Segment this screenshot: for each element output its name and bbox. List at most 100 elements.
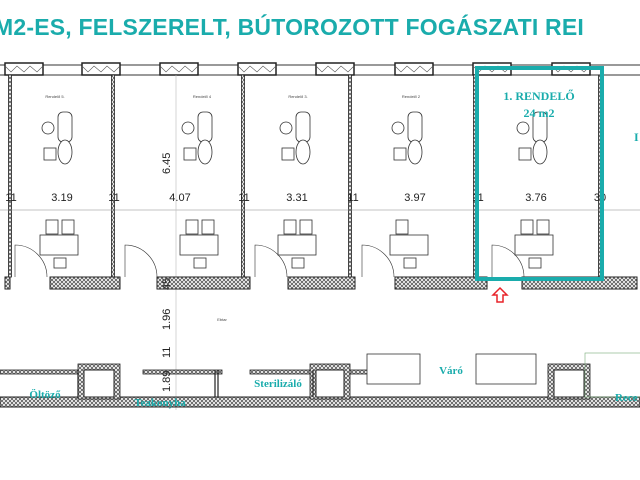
room-label-teakonyha: Teakonyha bbox=[134, 397, 186, 409]
dental-chair-base bbox=[295, 139, 311, 165]
vertical-dim: 11 bbox=[161, 347, 173, 358]
partition-wall bbox=[8, 74, 12, 278]
sofa bbox=[475, 353, 537, 385]
window-glyph bbox=[551, 65, 591, 73]
room-width-dim: 4.07 bbox=[169, 192, 190, 204]
room-width-dim: 3.19 bbox=[51, 192, 72, 204]
door-swing bbox=[491, 244, 525, 278]
lower-wall bbox=[249, 369, 318, 375]
dental-chair bbox=[407, 111, 423, 143]
corridor-wall bbox=[4, 276, 11, 290]
vertical-dim: 45 bbox=[161, 278, 173, 290]
cabinet bbox=[518, 147, 532, 161]
corridor-wall bbox=[394, 276, 488, 290]
corridor-wall bbox=[287, 276, 356, 290]
chair bbox=[291, 257, 305, 269]
stool bbox=[41, 121, 55, 135]
window bbox=[394, 62, 434, 76]
chair bbox=[299, 219, 313, 235]
stool bbox=[391, 121, 405, 135]
door-swing bbox=[361, 244, 395, 278]
dental-chair bbox=[197, 111, 213, 143]
chair bbox=[395, 219, 409, 235]
chair bbox=[536, 219, 550, 235]
chair bbox=[520, 219, 534, 235]
room-width-dim: 3.97 bbox=[404, 192, 425, 204]
chair bbox=[45, 219, 59, 235]
window bbox=[81, 62, 121, 76]
highlight-room-area: 24 m2 bbox=[524, 106, 555, 120]
door-swing bbox=[254, 244, 288, 278]
room-label-sterilizalo: Sterilizáló bbox=[254, 378, 302, 390]
stool bbox=[181, 121, 195, 135]
desk bbox=[179, 234, 219, 256]
cabinet bbox=[281, 147, 295, 161]
chair bbox=[201, 219, 215, 235]
chair bbox=[61, 219, 75, 235]
partition-wall bbox=[111, 74, 115, 278]
desk bbox=[277, 234, 317, 256]
vertical-dim: 6.45 bbox=[161, 153, 173, 174]
room-label-oltozo: Öltöző bbox=[29, 388, 61, 401]
closet bbox=[83, 369, 115, 398]
reception-desk bbox=[584, 352, 640, 398]
chair bbox=[283, 219, 297, 235]
door-swing bbox=[14, 244, 48, 278]
red-up-arrow-icon bbox=[491, 286, 509, 303]
vertical-dim: 1.89 bbox=[161, 371, 173, 392]
highlight-room-name: 1. RENDELŐ bbox=[503, 88, 574, 103]
cabinet bbox=[43, 147, 57, 161]
window-glyph bbox=[394, 65, 434, 73]
watermark: I VÁROSI bbox=[418, 410, 595, 435]
window-glyph bbox=[159, 65, 199, 73]
sofa bbox=[366, 353, 421, 385]
desk bbox=[39, 234, 79, 256]
window-glyph bbox=[81, 65, 121, 73]
cabinet bbox=[183, 147, 197, 161]
wall-dim: 11 bbox=[238, 192, 249, 204]
corridor-label: Ebtar bbox=[217, 317, 227, 322]
window-glyph bbox=[4, 65, 44, 73]
chair bbox=[185, 219, 199, 235]
wall-dim: 11 bbox=[347, 192, 358, 204]
stool bbox=[279, 121, 293, 135]
corridor-wall bbox=[156, 276, 251, 290]
window bbox=[4, 62, 44, 76]
lower-wall bbox=[142, 369, 223, 375]
desk bbox=[514, 234, 554, 256]
window bbox=[237, 62, 277, 76]
window-glyph bbox=[237, 65, 277, 73]
partition-wall bbox=[348, 74, 352, 278]
closet bbox=[315, 369, 345, 398]
room-name: Rendelő 4 bbox=[193, 94, 212, 99]
page-title: M2-ES, FELSZERELT, BÚTOROZOTT FOGÁSZATI … bbox=[0, 14, 584, 40]
walls bbox=[0, 62, 640, 410]
room-width-dim: 3.31 bbox=[286, 192, 307, 204]
vertical-dim: 1.96 bbox=[161, 309, 173, 330]
furniture bbox=[14, 111, 554, 385]
room-label-varo: Váró bbox=[439, 365, 463, 377]
desk bbox=[389, 234, 429, 256]
cabinet bbox=[393, 147, 407, 161]
dental-chair-base bbox=[407, 139, 423, 165]
stool bbox=[516, 121, 530, 135]
window bbox=[315, 62, 355, 76]
dental-chair-base bbox=[57, 139, 73, 165]
dental-chair bbox=[57, 111, 73, 143]
chair bbox=[528, 257, 542, 269]
chair bbox=[403, 257, 417, 269]
chair bbox=[193, 257, 207, 269]
wall-dim: 11 bbox=[5, 192, 16, 204]
door-swing bbox=[124, 244, 158, 278]
room-label-recepcio: Rece bbox=[615, 392, 638, 404]
wall-dim: 11 bbox=[108, 192, 119, 204]
room-name: Rendelő 3. bbox=[288, 94, 307, 99]
closet bbox=[553, 369, 585, 398]
partial-label: I bbox=[634, 130, 639, 144]
dental-chair-base bbox=[532, 139, 548, 165]
window bbox=[159, 62, 199, 76]
room-name: Rendelő 5. bbox=[45, 94, 64, 99]
dental-chair bbox=[295, 111, 311, 143]
highlight-box bbox=[475, 66, 604, 281]
